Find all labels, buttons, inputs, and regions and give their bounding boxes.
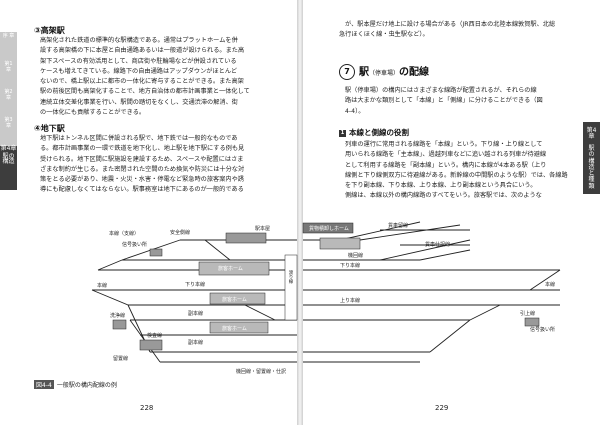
side-tab-chapter: 第4章	[586, 127, 597, 141]
chapter-index-tab: 序 章 第1章 第2章 第3章 第4章 駅の構造	[0, 32, 17, 190]
side-tab-char: 構	[588, 157, 595, 165]
section-3-body: 高架化された鉄道の標準的な駅構造である。通常はプラットホームを併設する高架橋の下…	[34, 36, 286, 118]
section-4-line: 策をとる必要があり、地震・火災・水害・停電など緊急時の旅客案内や誘	[40, 176, 244, 184]
page-number-left: 228	[140, 404, 154, 412]
section-3-line: 設する高架橋の下に本屋と自由通路あるいは一般道が設けられる。また高	[40, 47, 245, 55]
section-4-line: 導にも配慮しなくてはならない。駅事務室は地下にあるのが一般的である	[40, 186, 244, 194]
side-tab-char: の	[588, 151, 595, 159]
section-3-line: ケースも増えてきている。線路下の自由通路はアップダウンがほとんど	[40, 67, 238, 75]
section-7-line: 駅（停車場）の構内にはさまざまな線路が配置されるが、それらの線	[345, 87, 537, 94]
subsection-line: として利用する線路を「副本線」という。構内に本線が4本ある駅（上り	[345, 161, 547, 169]
subsection-title: 本線と側線の役割	[349, 128, 409, 137]
section-3-line: 連続立体交差化事業を行い、駅間の踏切をなくし、交通渋滞の解消、街	[40, 98, 238, 106]
section-4-body: 地下駅はトンネル区間に併設される駅で、地下鉄では一般的なものである。都市計画事業…	[34, 134, 286, 196]
tab-chapter-4-title: 駅の構造	[2, 152, 15, 166]
subsection-line: 線側と下り線側双方に待避線がある。新幹線の中間駅のような駅）では、各線路	[345, 171, 568, 179]
subsection-body: 列車の運行に常用される線路を「本線」という。下り線・上り線として用いられる線路を…	[339, 140, 579, 202]
section-7-line: 4-4）。	[345, 107, 365, 115]
section-3-heading: ③高架駅	[34, 26, 65, 35]
page-number-right: 229	[435, 404, 449, 412]
tab-chapter-2[interactable]: 第2章	[4, 89, 13, 101]
section-3-line: ないので、橋上駅以上に都市の一体化に寄与することができる。また高架	[40, 78, 244, 86]
tab-chapter-4-active[interactable]: 第4章 駅の構造	[0, 146, 17, 190]
tab-chapter-4-label: 第4章	[0, 145, 17, 152]
tab-chapter-1[interactable]: 第1章	[4, 61, 13, 73]
section-3-line: の一体化にも貢献することができる。	[40, 109, 146, 117]
section-4-line: ざまな制約が生じる。また密閉された空間のため換気や防災には十分な対	[40, 165, 245, 173]
left-page: 序 章 第1章 第2章 第3章 第4章 駅の構造 ③高架駅 高架化された鉄道の標…	[0, 0, 297, 425]
chapter-side-tab: 第4章 駅の構造と種類	[583, 122, 600, 194]
subsection-number: 1	[339, 129, 346, 137]
section-7-line: 路は大まかな類別として「本線」と「側線」に分けることができる（図	[345, 97, 543, 105]
figure-tag: 図4-4	[34, 380, 54, 389]
tab-prologue[interactable]: 序 章	[2, 33, 15, 39]
section-4-line: 受けられる。地下区間に駅施設を建設するため、スペースや配置にはさま	[40, 155, 244, 163]
intro-text: が、駅本屋だけ地上に設ける場合がある（JR西日本の北陸本線敦賀駅、北総急行ほくほ…	[339, 20, 584, 41]
section-4-line: 地下駅はトンネル区間に併設される駅で、地下鉄では一般的なものであ	[40, 135, 238, 142]
heading-small: （停車場）	[369, 70, 400, 77]
subsection-line: 用いられる線路を「主本線」、過越列車などに追い越される列車が待避線	[345, 151, 547, 159]
section-number-badge: 7	[339, 64, 355, 80]
side-tab-char: 種	[588, 176, 595, 184]
side-tab-char: と	[588, 170, 595, 178]
heading-tail: の配線	[399, 67, 430, 78]
book-gutter	[297, 0, 303, 425]
section-3-line: 架下スペースの有効活用として、商店街や駐輪場などが併設されている	[40, 57, 237, 65]
section-7-body: 駅（停車場）の構内にはさまざまな線路が配置されるが、それらの線路は大まかな類別と…	[339, 86, 579, 117]
side-tab-title: 駅の構造と種類	[584, 145, 599, 190]
side-tab-char: 駅	[588, 145, 595, 152]
intro-line: が、駅本屋だけ地上に設ける場合がある（JR西日本の北陸本線敦賀駅、北総	[345, 21, 556, 28]
section-4-line: る。都市計画事業の一環で鉄道を地下化し、地上駅を地下駅にする例も見	[40, 145, 245, 153]
side-tab-char: 類	[588, 182, 595, 190]
subsection-line: 列車の運行に常用される線路を「本線」という。下り線・上り線として	[345, 141, 543, 148]
intro-line: 急行ほくほく線・虫生駅など）。	[339, 31, 429, 39]
section-3-line: 高架化された鉄道の標準的な駅構造である。通常はプラットホームを併	[40, 37, 238, 44]
heading-main: 駅	[359, 67, 369, 78]
tab-chapter-3[interactable]: 第3章	[4, 117, 13, 129]
subsection-line: を下り副本線、下り本線、上り本線、上り副本線という具合にいう。	[345, 182, 537, 190]
side-tab-char: 造	[588, 163, 595, 171]
subsection-line: 側線は、本線以外の構内線路のすべてをいう。旅客駅では、次のような	[345, 192, 542, 200]
figure-caption-text: 一般駅の構内配線の例	[56, 382, 117, 389]
section-3-line: 駅の前後区間も高架化することで、地方自治体の都市計画事業と一体化して	[40, 88, 250, 96]
section-4-heading: ④地下駅	[34, 124, 65, 133]
